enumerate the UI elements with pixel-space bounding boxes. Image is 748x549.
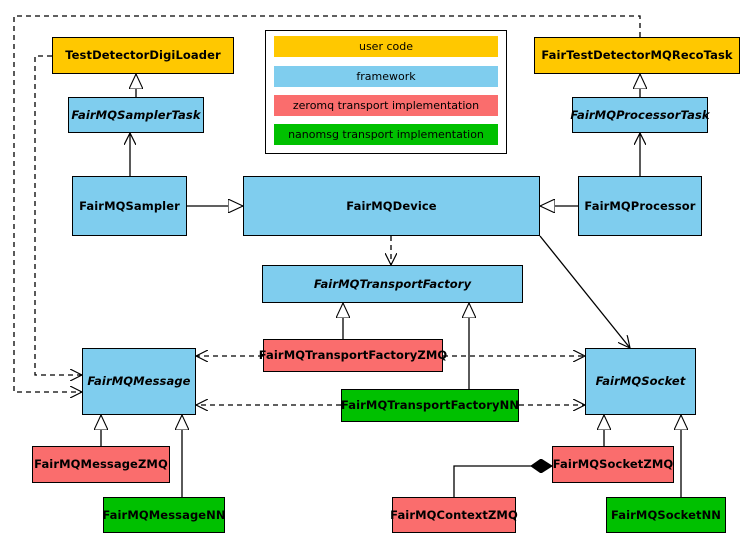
class-label: TestDetectorDigiLoader (65, 48, 221, 63)
class-node-fairmqmessage[interactable]: FairMQMessage (82, 348, 196, 415)
legend-item-framework: framework (274, 66, 498, 87)
class-node-fairmqdevice[interactable]: FairMQDevice (243, 176, 540, 236)
legend-item-user-code: user code (274, 36, 498, 57)
legend-item-zeromq: zeromq transport implementation (274, 95, 498, 116)
class-label: FairMQMessageNN (102, 507, 226, 522)
class-node-fairmqmessagenn[interactable]: FairMQMessageNN (102, 497, 226, 533)
class-node-fairmqprocessor[interactable]: FairMQProcessor (578, 176, 702, 236)
class-node-testdetectordigiloader[interactable]: TestDetectorDigiLoader (52, 37, 234, 74)
class-node-fairmqprocessortask[interactable]: FairMQProcessorTask (570, 97, 710, 133)
class-node-fairmqtransportfactoryzmq[interactable]: FairMQTransportFactoryZMQ (259, 339, 447, 372)
class-node-fairmqtransportfactory[interactable]: FairMQTransportFactory (262, 265, 523, 303)
class-label: FairTestDetectorMQRecoTask (541, 48, 733, 63)
class-node-fairmqsocketnn[interactable]: FairMQSocketNN (606, 497, 726, 533)
class-label: FairMQContextZMQ (390, 507, 518, 522)
class-label: FairMQMessage (87, 374, 191, 389)
legend-label-user-code: user code (358, 40, 414, 53)
class-node-fairmqsocketzmq[interactable]: FairMQSocketZMQ (552, 446, 674, 483)
class-label: FairMQTransportFactory (313, 276, 472, 291)
class-node-fairmqsocket[interactable]: FairMQSocket (585, 348, 696, 415)
class-node-fairmqsampler[interactable]: FairMQSampler (72, 176, 187, 236)
legend-item-nanomsg: nanomsg transport implementation (274, 124, 498, 145)
class-label: FairMQSocketNN (610, 507, 722, 522)
class-label: FairMQSocket (595, 374, 686, 389)
legend-label-framework: framework (356, 70, 416, 83)
class-label: FairMQSampler (79, 198, 180, 213)
class-node-fairtestdetectormqrecotask[interactable]: FairTestDetectorMQRecoTask (534, 37, 740, 74)
class-node-fairmqmessagezmq[interactable]: FairMQMessageZMQ (32, 446, 170, 483)
class-label: FairMQTransportFactoryZMQ (258, 348, 448, 363)
class-node-fairmqtransportfactorynn[interactable]: FairMQTransportFactoryNN (341, 389, 519, 422)
class-label: FairMQSocketZMQ (552, 457, 674, 472)
class-label: FairMQSamplerTask (71, 107, 201, 122)
class-node-fairmqcontextzmq[interactable]: FairMQContextZMQ (390, 497, 518, 533)
class-label: FairMQProcessor (584, 198, 696, 213)
legend-label-zeromq: zeromq transport implementation (292, 99, 480, 112)
class-label: FairMQDevice (346, 198, 437, 213)
legend-label-nanomsg: nanomsg transport implementation (288, 128, 484, 141)
class-node-fairmqsamplertask[interactable]: FairMQSamplerTask (68, 97, 204, 133)
class-label: FairMQProcessorTask (570, 107, 710, 122)
class-label: FairMQMessageZMQ (34, 457, 168, 472)
class-label: FairMQTransportFactoryNN (340, 398, 520, 413)
